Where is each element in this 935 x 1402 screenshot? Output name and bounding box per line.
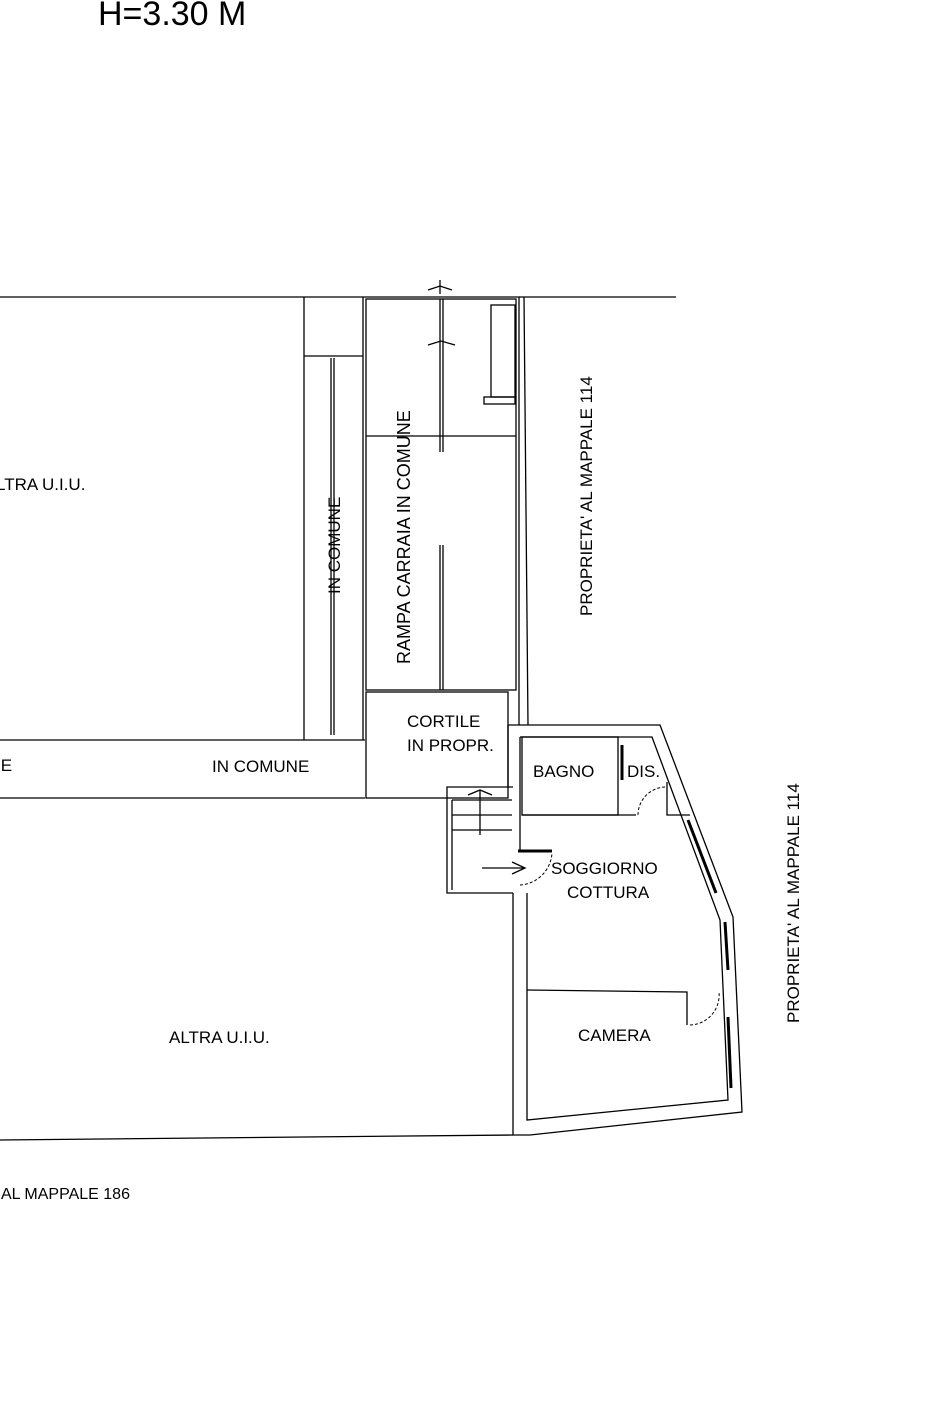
label-rampa-carraia: RAMPA CARRAIA IN COMUNE xyxy=(394,410,414,664)
walls xyxy=(0,280,743,1141)
height-label: H=3.30 M xyxy=(98,0,246,33)
label-proprieta-mappale-114-b: PROPRIETA' AL MAPPALE 114 xyxy=(784,783,803,1023)
room-dis: DIS. xyxy=(627,762,660,781)
label-in-comune-vertical: IN COMUNE xyxy=(325,497,344,594)
label-in-propr: IN PROPR. xyxy=(407,736,494,755)
room-soggiorno: SOGGIORNO xyxy=(551,859,658,878)
label-mappale-186: AL MAPPALE 186 xyxy=(1,1186,130,1203)
label-altra-uiu-top: LTRA U.I.U. xyxy=(0,475,85,494)
label-in-comune-horizontal: IN COMUNE xyxy=(212,757,309,776)
label-proprieta-mappale-114-a: PROPRIETA' AL MAPPALE 114 xyxy=(577,376,596,616)
room-bagno: BAGNO xyxy=(533,762,594,781)
room-camera: CAMERA xyxy=(578,1026,651,1045)
label-ie: IE xyxy=(0,756,12,775)
label-cortile: CORTILE xyxy=(407,712,480,731)
label-altra-uiu-bottom: ALTRA U.I.U. xyxy=(169,1028,270,1047)
room-cottura: COTTURA xyxy=(567,883,650,902)
